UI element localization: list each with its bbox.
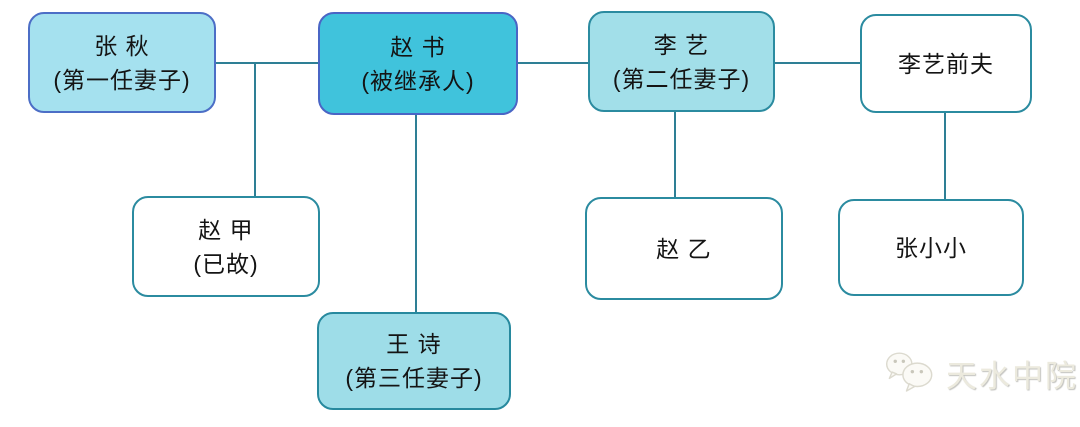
watermark: 天水中院	[884, 350, 1078, 396]
node-role: (第二任妻子)	[612, 65, 751, 92]
connector-zhaoshu-wangshi	[415, 115, 417, 312]
node-role: (被继承人)	[361, 67, 475, 94]
connector-liyi-zhaoyi	[674, 112, 676, 197]
node-name: 王 诗	[386, 331, 442, 357]
connector-drop-zhaojia	[254, 63, 256, 196]
node-name: 赵 乙	[656, 235, 712, 262]
node-zhaojia: 赵 甲 (已故)	[132, 196, 320, 297]
node-name: 赵 书	[390, 33, 446, 60]
node-name: 张小小	[895, 234, 967, 261]
node-liyi: 李 艺 (第二任妻子)	[588, 11, 775, 112]
wechat-icon	[885, 352, 933, 392]
watermark-text: 天水中院	[946, 358, 1078, 394]
node-zhangqiu: 张 秋 (第一任妻子)	[28, 12, 216, 113]
connector-zhaoshu-liyi	[518, 62, 588, 64]
node-wangshi: 王 诗 (第三任妻子)	[317, 312, 511, 410]
node-name: 李艺前夫	[898, 50, 994, 77]
node-name: 赵 甲	[198, 216, 254, 243]
node-name: 李 艺	[653, 31, 710, 58]
connector-zhangqiu-zhaoshu	[216, 62, 318, 64]
connector-liyi-liyiqianfu	[775, 62, 860, 64]
node-zhaoshu: 赵 书 (被继承人)	[318, 12, 518, 115]
node-role: (已故)	[193, 250, 259, 277]
node-zhaoyi: 赵 乙	[585, 197, 783, 300]
node-zhangxiaoxiao: 张小小	[838, 199, 1024, 296]
connector-liyiqianfu-zhangxiaoxiao	[944, 113, 946, 199]
node-role: (第一任妻子)	[53, 66, 191, 93]
node-name: 张 秋	[94, 32, 150, 59]
node-liyiqianfu: 李艺前夫	[860, 14, 1032, 113]
node-role: (第三任妻子)	[345, 365, 483, 391]
